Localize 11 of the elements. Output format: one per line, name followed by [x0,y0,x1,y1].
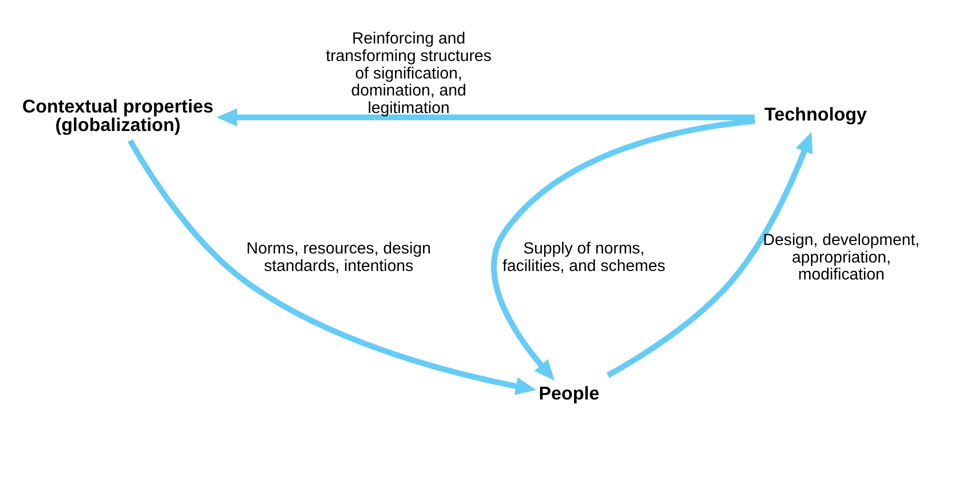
edge-label: Supply of norms, facilities, and schemes [502,239,666,274]
node-text: Technology [764,103,867,124]
node-text: Contextual properties (globalization) [22,95,214,135]
edge-label: Design, development, appropriation, modification [763,230,920,284]
edge-label: Norms, resources, design standards, intentions [246,239,431,274]
arrow [128,138,536,394]
node-text: People [538,382,600,403]
arrow [606,132,813,378]
edge-label: Reinforcing and transforming structures of signification, domination, and legitimation [326,29,492,117]
arrow [216,108,755,126]
arrow [491,118,756,380]
